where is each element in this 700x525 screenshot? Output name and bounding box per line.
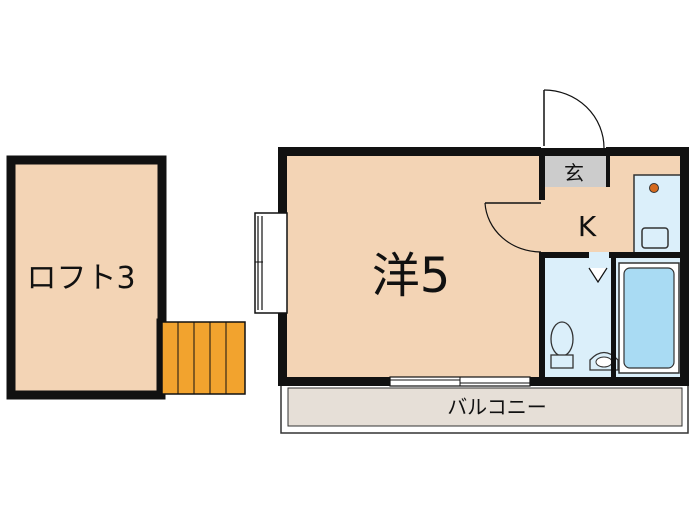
walls bbox=[278, 147, 689, 386]
entrance-label: 玄 bbox=[564, 161, 584, 185]
western-room-label: 洋5 bbox=[372, 248, 451, 304]
kitchen-counter bbox=[633, 174, 683, 254]
loft-room: ロフト3 bbox=[6, 155, 167, 400]
interior-door bbox=[484, 200, 545, 253]
loft-label: ロフト3 bbox=[26, 261, 135, 296]
balcony-label: バルコニー bbox=[447, 395, 547, 419]
western-room: 洋5 bbox=[283, 152, 541, 379]
loft-stairs bbox=[161, 321, 246, 395]
window-left bbox=[254, 212, 288, 314]
sink-icon bbox=[641, 227, 669, 249]
balcony-sliding-door bbox=[389, 376, 531, 387]
kitchen-label: K bbox=[578, 210, 597, 243]
entrance-area: 玄 bbox=[543, 156, 606, 187]
stove-burner-icon bbox=[649, 183, 659, 193]
bathtub-icon bbox=[618, 262, 680, 374]
front-door bbox=[541, 89, 606, 149]
toilet-icon bbox=[550, 321, 574, 369]
balcony: バルコニー bbox=[280, 383, 689, 434]
bathroom-door bbox=[588, 252, 609, 284]
